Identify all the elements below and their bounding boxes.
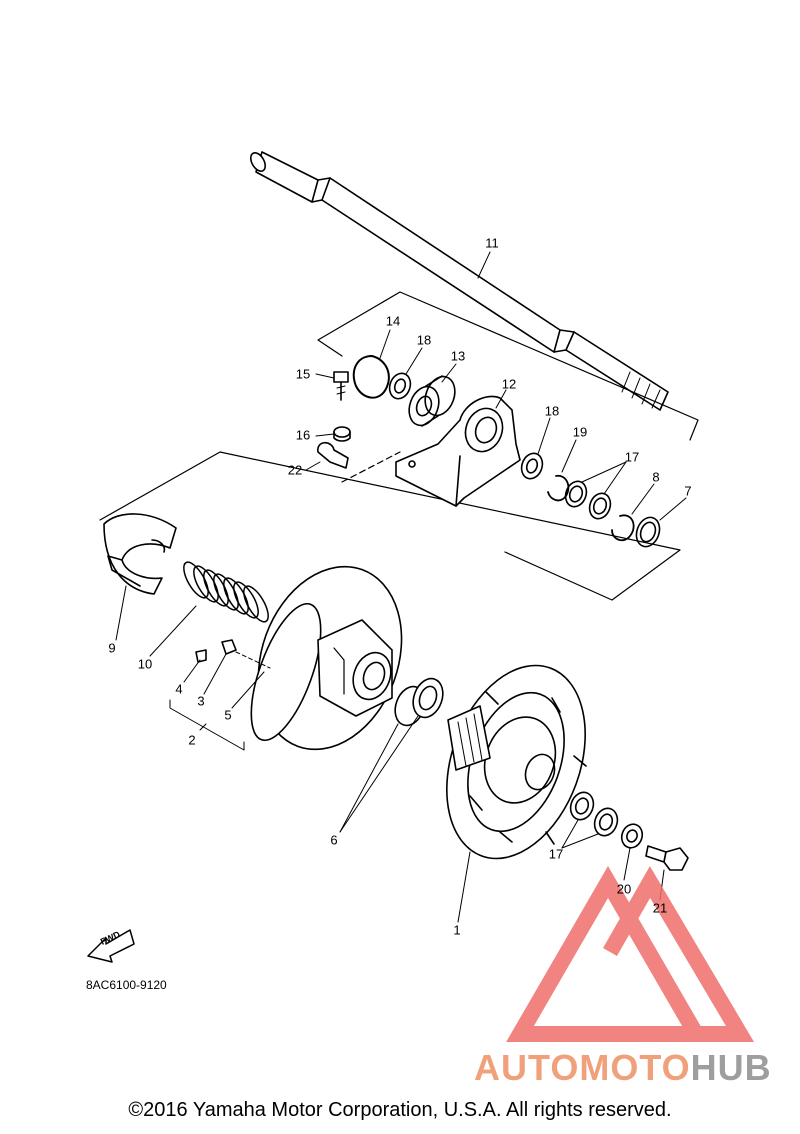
callout-3: 3 bbox=[197, 693, 205, 709]
leader-lines bbox=[115, 251, 687, 923]
callout-5: 5 bbox=[224, 707, 232, 723]
callout-15: 15 bbox=[295, 366, 311, 382]
callout-9: 9 bbox=[108, 640, 116, 656]
callout-22: 22 bbox=[287, 462, 303, 478]
callout-21: 21 bbox=[652, 900, 668, 916]
circlip-part-14 bbox=[352, 355, 390, 399]
watermark-brand-part2: HUB bbox=[690, 1047, 772, 1088]
spring-part-10 bbox=[183, 561, 269, 623]
automotohub-logo-icon bbox=[506, 866, 755, 1042]
bolt-part-21 bbox=[645, 845, 689, 871]
callout-16: 16 bbox=[295, 427, 311, 443]
callout-18-upper: 18 bbox=[416, 332, 432, 348]
washer-part-18-upper bbox=[388, 372, 412, 400]
callout-20: 20 bbox=[616, 881, 632, 897]
cam-part-9 bbox=[103, 513, 177, 595]
callout-14: 14 bbox=[385, 313, 401, 329]
assembly-outline-upper bbox=[317, 291, 699, 441]
washer-part-20 bbox=[620, 823, 644, 849]
assembly-outline-lower bbox=[99, 451, 681, 601]
circlip-part-8 bbox=[611, 514, 635, 542]
callout-13: 13 bbox=[450, 348, 466, 364]
fwd-arrow-icon bbox=[87, 929, 135, 963]
shaft-part-11 bbox=[249, 151, 669, 411]
washer-part-7 bbox=[635, 516, 661, 548]
callout-2: 2 bbox=[188, 732, 196, 748]
callout-17-upper: 17 bbox=[624, 449, 640, 465]
copyright-footer: ©2016 Yamaha Motor Corporation, U.S.A. A… bbox=[128, 1099, 672, 1121]
bearing-part-13 bbox=[408, 375, 456, 427]
shim-part-17-lower-a bbox=[569, 791, 595, 821]
callout-7: 7 bbox=[684, 483, 692, 499]
callout-1: 1 bbox=[453, 922, 461, 938]
diagram-code: 8AC6100-9120 bbox=[86, 978, 167, 992]
watermark-brand: AUTOMOTOHUB bbox=[474, 1047, 772, 1089]
watermark-brand-part1: AUTOMOTO bbox=[474, 1047, 691, 1088]
cap-part-16 bbox=[333, 426, 351, 442]
callout-10: 10 bbox=[137, 656, 153, 672]
shim-part-17-b bbox=[588, 492, 612, 520]
clamp-part-22 bbox=[317, 441, 349, 469]
bearing-housing-part-12 bbox=[395, 395, 521, 507]
bolt-part-15 bbox=[333, 371, 349, 401]
callout-19: 19 bbox=[572, 424, 588, 440]
callout-6: 6 bbox=[330, 832, 338, 848]
callout-4: 4 bbox=[175, 681, 183, 697]
shim-part-17-a bbox=[564, 480, 588, 508]
shim-part-17-lower-b bbox=[593, 807, 619, 837]
callout-8: 8 bbox=[652, 469, 660, 485]
washer-part-18-right bbox=[520, 452, 544, 480]
callout-17-lower: 17 bbox=[548, 846, 564, 862]
callout-11: 11 bbox=[485, 235, 499, 251]
assembly-outline-upper-lower bbox=[341, 451, 401, 483]
callout-18-right: 18 bbox=[544, 403, 560, 419]
collar-part-6 bbox=[394, 677, 444, 727]
sliding-sheave-part-5 bbox=[250, 565, 403, 751]
bolt-part-4 bbox=[195, 649, 207, 663]
callout-12: 12 bbox=[501, 376, 517, 392]
slider-part-3 bbox=[221, 639, 237, 655]
fixed-sheave-part-1 bbox=[446, 664, 587, 860]
